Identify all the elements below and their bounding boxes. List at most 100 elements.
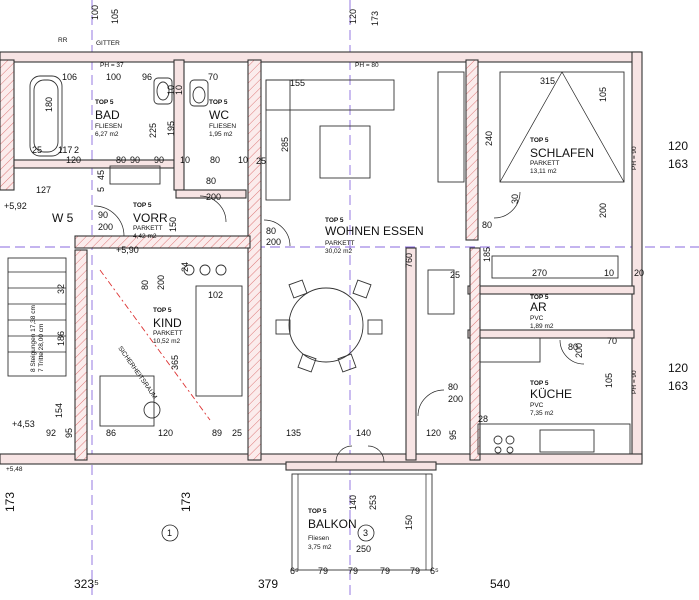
svg-text:200: 200 [206, 192, 221, 202]
svg-text:+5,48: +5,48 [6, 466, 23, 473]
svg-text:105: 105 [598, 87, 608, 102]
svg-text:TOP 5: TOP 5 [308, 508, 327, 515]
svg-text:89: 89 [212, 428, 222, 438]
svg-text:105: 105 [604, 373, 614, 388]
svg-text:186: 186 [56, 331, 66, 346]
svg-text:8 Steigungen 17,38 cm: 8 Steigungen 17,38 cm [30, 305, 37, 372]
svg-text:120: 120 [668, 361, 688, 375]
svg-text:79: 79 [380, 566, 390, 576]
axis-bubble-3: 3 [357, 524, 375, 542]
svg-text:70: 70 [208, 72, 218, 82]
svg-text:10: 10 [174, 85, 184, 95]
svg-text:250: 250 [356, 544, 371, 554]
svg-text:70: 70 [607, 336, 617, 346]
svg-text:200: 200 [574, 343, 584, 358]
svg-text:200: 200 [598, 203, 608, 218]
svg-text:PH = 80: PH = 80 [355, 62, 379, 69]
svg-text:315: 315 [540, 76, 555, 86]
svg-text:TOP 5: TOP 5 [530, 380, 549, 387]
svg-text:TOP 5: TOP 5 [530, 294, 549, 301]
svg-text:79: 79 [348, 566, 358, 576]
svg-text:80: 80 [448, 382, 458, 392]
svg-text:WOHNEN ESSEN: WOHNEN ESSEN [325, 224, 424, 238]
svg-text:25: 25 [232, 428, 242, 438]
svg-text:120: 120 [66, 155, 81, 165]
svg-text:185: 185 [482, 247, 492, 262]
svg-text:6,27 m2: 6,27 m2 [95, 131, 119, 138]
svg-text:140: 140 [348, 495, 358, 510]
svg-text:100: 100 [90, 5, 100, 20]
svg-text:45: 45 [96, 170, 106, 180]
svg-text:195: 195 [166, 121, 176, 136]
svg-text:79: 79 [318, 566, 328, 576]
room-wc: TOP 5 WC FLIESEN 1,95 m2 [209, 99, 236, 138]
svg-text:25: 25 [450, 270, 460, 280]
svg-text:80: 80 [116, 155, 126, 165]
svg-text:150: 150 [168, 217, 178, 232]
outer-walls [0, 51, 643, 471]
svg-text:200: 200 [448, 394, 463, 404]
svg-text:TOP 5: TOP 5 [209, 99, 228, 106]
svg-text:140: 140 [356, 428, 371, 438]
svg-text:24: 24 [180, 262, 190, 272]
svg-text:25: 25 [256, 156, 266, 166]
svg-text:96: 96 [142, 72, 152, 82]
svg-text:+4,53: +4,53 [12, 419, 35, 429]
svg-text:TOP 5: TOP 5 [530, 137, 549, 144]
svg-text:379: 379 [258, 577, 278, 591]
svg-text:163: 163 [668, 379, 688, 393]
svg-text:5: 5 [96, 187, 106, 192]
svg-text:150: 150 [404, 515, 414, 530]
kitchen-furniture [477, 337, 631, 455]
svg-text:7,35 m2: 7,35 m2 [530, 410, 554, 417]
svg-text:95: 95 [64, 428, 74, 438]
svg-text:10: 10 [180, 155, 190, 165]
room-bad: TOP 5 BAD FLIESEN 6,27 m2 [95, 99, 122, 138]
svg-text:80: 80 [266, 226, 276, 236]
svg-text:PH = 90: PH = 90 [631, 370, 638, 394]
svg-text:PH = 90: PH = 90 [631, 146, 638, 170]
svg-text:PARKETT: PARKETT [133, 225, 163, 232]
svg-text:120: 120 [348, 9, 358, 24]
svg-text:PARKETT: PARKETT [325, 240, 355, 247]
living-furniture [265, 79, 455, 373]
svg-text:95: 95 [448, 430, 458, 440]
svg-text:90: 90 [130, 155, 140, 165]
svg-text:KIND: KIND [153, 316, 182, 330]
svg-text:3: 3 [363, 528, 368, 538]
svg-text:270: 270 [532, 268, 547, 278]
svg-text:117: 117 [58, 145, 72, 155]
svg-text:120: 120 [668, 139, 688, 153]
svg-text:173: 173 [3, 492, 17, 512]
svg-text:SCHLAFEN: SCHLAFEN [530, 146, 594, 160]
svg-text:80: 80 [206, 176, 216, 186]
svg-text:225: 225 [148, 123, 158, 138]
svg-text:PARKETT: PARKETT [530, 160, 560, 167]
svg-text:AR: AR [530, 300, 547, 314]
svg-text:TOP 5: TOP 5 [325, 217, 344, 224]
svg-text:+5,92: +5,92 [4, 201, 27, 211]
svg-text:KÜCHE: KÜCHE [530, 387, 572, 401]
bathroom-fixtures [29, 75, 209, 185]
svg-text:32: 32 [56, 284, 66, 294]
svg-text:7 Tritte 28,00 cm: 7 Tritte 28,00 cm [38, 324, 45, 372]
svg-text:200: 200 [266, 237, 281, 247]
svg-text:10: 10 [166, 85, 176, 95]
balcony [291, 473, 433, 571]
svg-text:BALKON: BALKON [308, 517, 357, 531]
svg-text:106: 106 [62, 72, 77, 82]
svg-text:173: 173 [370, 11, 380, 26]
svg-text:80: 80 [482, 220, 492, 230]
room-balkon: TOP 5 BALKON Fliesen 3,75 m2 [308, 508, 357, 551]
svg-text:BAD: BAD [95, 108, 120, 122]
svg-text:10: 10 [604, 268, 614, 278]
svg-text:100: 100 [106, 72, 121, 82]
svg-text:102: 102 [208, 290, 223, 300]
svg-text:1,95 m2: 1,95 m2 [209, 131, 233, 138]
svg-text:10,52 m2: 10,52 m2 [153, 338, 180, 345]
svg-text:3,75 m2: 3,75 m2 [308, 544, 332, 551]
svg-text:GITTER: GITTER [96, 40, 120, 47]
room-ar: TOP 5 AR PVC 1,89 m2 [530, 294, 554, 330]
axis-bubble-1: 1 [161, 524, 179, 542]
